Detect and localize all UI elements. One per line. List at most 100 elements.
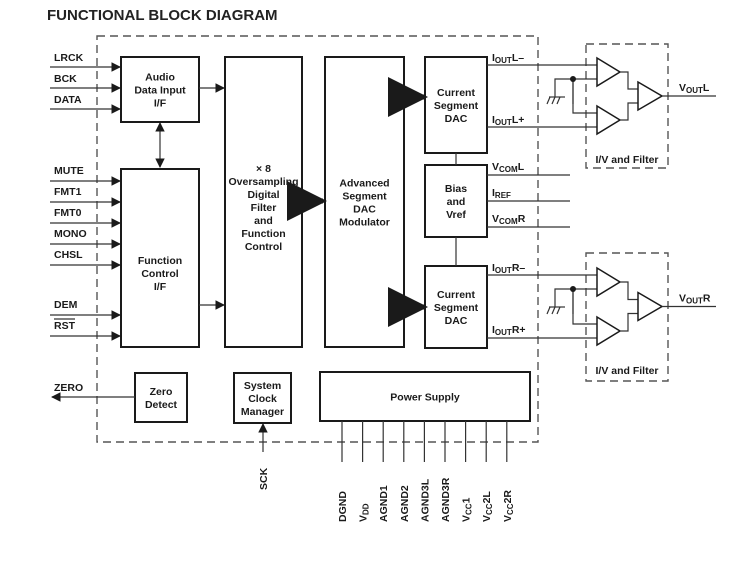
system-clock-manager-block-label: Manager bbox=[241, 406, 284, 418]
ground-node-l-wire2 bbox=[572, 79, 597, 114]
power-supply-block-box bbox=[319, 371, 531, 422]
output-pin-iout-r-plus-sub: OUT bbox=[495, 328, 512, 337]
chip-boundary bbox=[96, 35, 539, 443]
dac-modulator-block-label: DAC bbox=[353, 204, 376, 216]
power-pin-v-main: V bbox=[358, 515, 370, 522]
input-pin-rst: RST bbox=[54, 320, 76, 332]
diagram-title: FUNCTIONAL BLOCK DIAGRAM bbox=[47, 7, 278, 24]
output-pin-vout-r-main: V bbox=[679, 293, 686, 305]
amp-r-link2 bbox=[620, 312, 638, 332]
power-pin-agnd3r: AGND3R bbox=[440, 477, 452, 522]
power-pin-agnd2-main: AGND2 bbox=[399, 485, 411, 522]
power-supply-block: Power Supply bbox=[319, 371, 531, 422]
ground-r-wire bbox=[554, 288, 573, 307]
output-pin-iout-l-minus-sub: OUT bbox=[495, 56, 512, 65]
input-pin-lrck: LRCK bbox=[54, 52, 84, 64]
output-pin-iout-l-plus: IOUTL+ bbox=[492, 114, 524, 127]
ground-l-wire bbox=[554, 78, 573, 97]
output-pin-iout-l-plus-suffix: L+ bbox=[512, 114, 525, 126]
amplifier-l-2 bbox=[596, 104, 622, 136]
oversampling-filter-block-label: Digital bbox=[247, 189, 279, 201]
input-pin-chsl: CHSL bbox=[54, 249, 83, 261]
bias-vref-block-label: and bbox=[447, 196, 466, 208]
power-pin-dgnd: DGND bbox=[337, 491, 349, 522]
power-pin-agnd1: AGND1 bbox=[378, 485, 390, 522]
output-pin-iout-l-minus-main: I bbox=[492, 52, 495, 64]
output-pin-iout-r-minus-main: I bbox=[492, 262, 495, 274]
output-pin-vout-l-main: V bbox=[679, 82, 686, 94]
output-pin-vout-r-suffix: R bbox=[703, 293, 711, 305]
power-pin-agnd2: AGND2 bbox=[399, 485, 411, 522]
output-pin-iref-main: I bbox=[492, 187, 495, 199]
output-pin-vout-l-sub: OUT bbox=[686, 86, 703, 95]
power-pin-v2l-main: V bbox=[481, 515, 493, 522]
ground-icon bbox=[546, 96, 565, 105]
power-pin-v1-suffix: 1 bbox=[461, 497, 473, 503]
output-pin-vcom-l-sub: COM bbox=[499, 165, 518, 174]
junction-r bbox=[570, 286, 576, 292]
function-control-block-label: I/F bbox=[154, 281, 167, 293]
ground-node-l-wire bbox=[572, 78, 597, 104]
audio-data-input-block-label: Audio bbox=[145, 72, 175, 84]
power-pin-v2r-sub: CC bbox=[506, 503, 515, 515]
output-pin-iout-r-plus: IOUTR+ bbox=[492, 324, 526, 337]
power-pin-agnd3l: AGND3L bbox=[419, 478, 431, 522]
output-pin-iout-l-minus: IOUTL– bbox=[492, 52, 524, 65]
amp-l-link2 bbox=[620, 102, 638, 121]
power-pin-v2l: VCC2L bbox=[481, 491, 494, 522]
ground-node-r-wire bbox=[572, 288, 597, 314]
power-pin-agnd1-main: AGND1 bbox=[378, 485, 390, 522]
system-clock-manager-block-box bbox=[233, 372, 292, 424]
amplifier-r-1 bbox=[596, 266, 622, 298]
function-control-block-label: Function bbox=[138, 255, 182, 267]
input-pin-sck: SCK bbox=[258, 467, 270, 490]
current-segment-dac-left-label: Current bbox=[437, 87, 475, 99]
bias-vref-block-label: Vref bbox=[446, 209, 466, 221]
input-pin-fmt1: FMT1 bbox=[54, 186, 82, 198]
power-pin-v2r-suffix: 2R bbox=[502, 490, 514, 504]
current-segment-dac-left-label: DAC bbox=[445, 113, 468, 125]
dac-modulator-block-label: Advanced bbox=[339, 178, 389, 190]
output-pin-iref: IREF bbox=[492, 187, 511, 200]
oversampling-filter-block-label: Filter bbox=[251, 202, 277, 214]
audio-data-input-block-label: I/F bbox=[154, 98, 167, 110]
dac-modulator-block-label: Modulator bbox=[339, 217, 390, 229]
amp-l-link1 bbox=[620, 71, 638, 90]
current-segment-dac-left-label: Segment bbox=[434, 100, 479, 112]
iv-filter-left-label: I/V and Filter bbox=[595, 154, 658, 166]
oversampling-filter-block: × 8OversamplingDigitalFilterandFunctionC… bbox=[224, 56, 303, 348]
output-pin-vcom-r-main: V bbox=[492, 213, 499, 225]
output-pin-vcom-r: VCOMR bbox=[492, 213, 526, 226]
bias-vref-block-label: Bias bbox=[445, 183, 467, 195]
power-pin-dgnd-main: DGND bbox=[337, 491, 349, 522]
output-pin-vout-l: VOUTL bbox=[679, 82, 710, 95]
power-pin-v1-main: V bbox=[461, 515, 473, 522]
output-pin-iout-r-minus-sub: OUT bbox=[495, 266, 512, 275]
output-pin-vcom-l: VCOML bbox=[492, 161, 525, 174]
iv-filter-left-boundary bbox=[585, 43, 669, 169]
amplifier-r-out bbox=[637, 291, 664, 322]
output-pin-vcom-r-sub: COM bbox=[499, 217, 518, 226]
power-pin-v: VDD bbox=[358, 503, 371, 522]
amplifier-l-1 bbox=[596, 56, 622, 88]
system-clock-manager-block-label: System bbox=[244, 380, 281, 392]
oversampling-filter-block-label: × 8 bbox=[256, 163, 271, 175]
output-pin-iref-sub: REF bbox=[495, 191, 511, 200]
oversampling-filter-block-label: Function bbox=[241, 228, 285, 240]
dac-modulator-block-label: Segment bbox=[342, 191, 387, 203]
output-pin-vout-r: VOUTR bbox=[679, 293, 711, 306]
current-segment-dac-left-box bbox=[424, 56, 488, 154]
input-pin-bck: BCK bbox=[54, 73, 77, 85]
zero-detect-block-label: Zero bbox=[150, 386, 173, 398]
power-pin-v1-sub: CC bbox=[465, 503, 474, 515]
output-pin-iout-l-plus-sub: OUT bbox=[495, 118, 512, 127]
audio-data-input-block-box bbox=[120, 56, 200, 123]
input-pin-data: DATA bbox=[54, 94, 82, 106]
output-pin-iout-r-plus-suffix: R+ bbox=[512, 324, 526, 336]
